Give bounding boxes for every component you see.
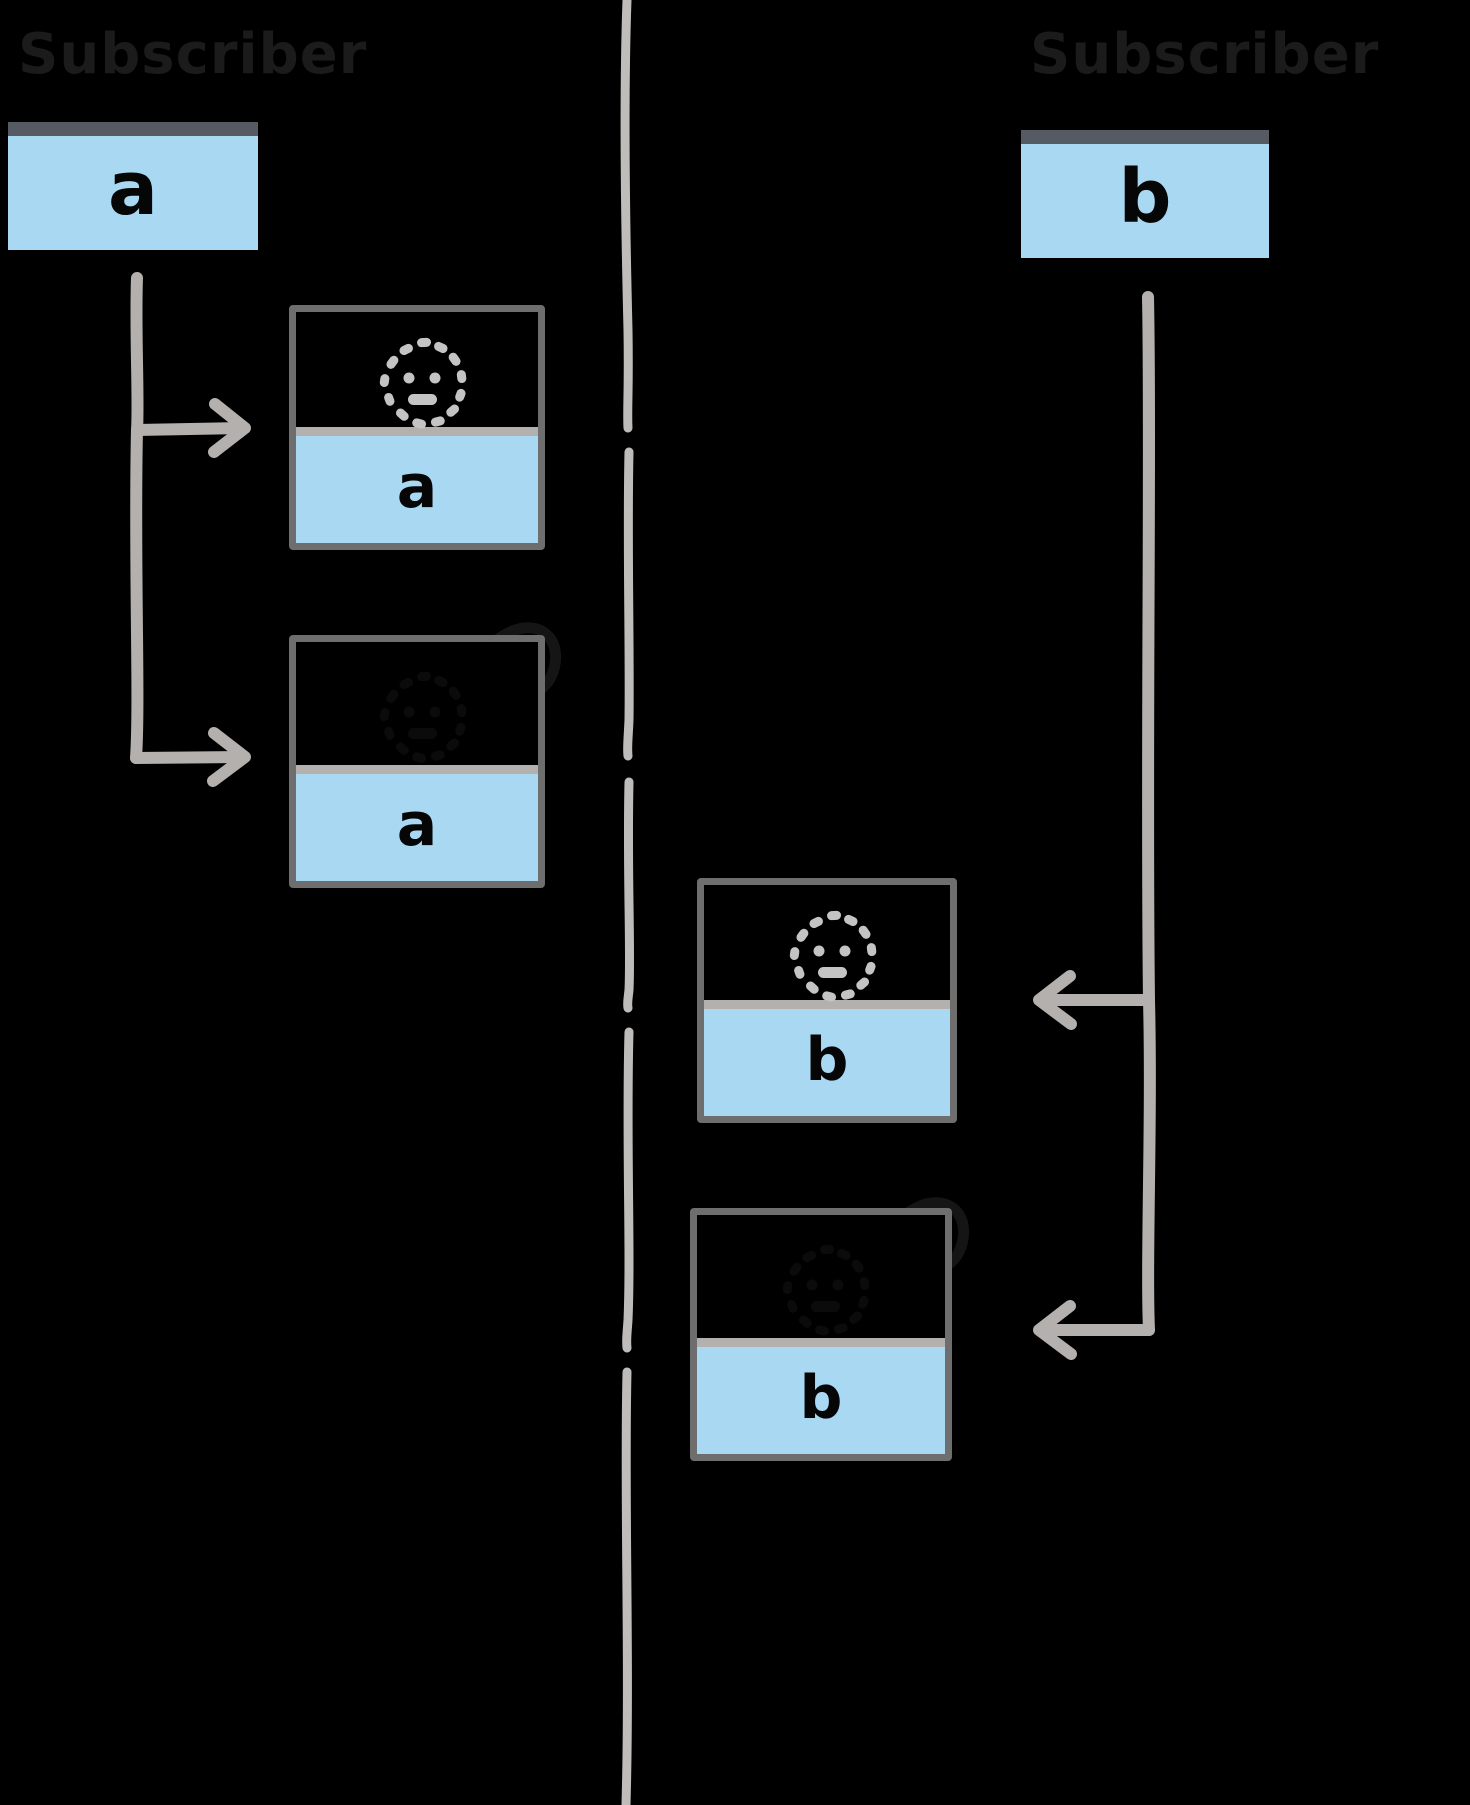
- card-label: b: [805, 1024, 849, 1095]
- chip-body: a: [8, 136, 258, 250]
- chip-top-bar: [8, 122, 258, 136]
- right-card-2[interactable]: b: [690, 1208, 952, 1461]
- chip-body: b: [1021, 144, 1269, 258]
- arrow-left-to-card-2: [130, 424, 251, 787]
- right-card-1[interactable]: b: [697, 878, 957, 1123]
- chip-label: b: [1118, 154, 1172, 240]
- right-column-header: Subscriber: [1030, 22, 1380, 87]
- right-header-chip: b: [1021, 130, 1269, 258]
- card-label-area: b: [704, 1009, 950, 1116]
- dashed-circle-face-icon: [372, 334, 472, 438]
- dashed-circle-face-icon: [372, 668, 472, 772]
- card-separator: [704, 1000, 950, 1009]
- left-card-1[interactable]: a: [289, 305, 545, 550]
- dashed-circle-face-icon: [782, 907, 882, 1011]
- card-label: a: [396, 451, 438, 522]
- card-separator: [296, 765, 538, 774]
- chip-label: a: [108, 146, 158, 232]
- card-separator: [697, 1338, 945, 1347]
- card-separator: [296, 427, 538, 436]
- card-icon-area: [296, 642, 538, 765]
- chip-top-bar: [1021, 130, 1269, 144]
- card-icon-area: [296, 312, 538, 429]
- card-label-area: b: [697, 1347, 945, 1454]
- left-card-2[interactable]: a: [289, 635, 545, 888]
- card-label-area: a: [296, 774, 538, 881]
- card-label-area: a: [296, 436, 538, 543]
- arrow-right-to-card-1: [1033, 291, 1155, 1030]
- dashed-circle-face-icon: [775, 1241, 875, 1345]
- card-label: b: [799, 1362, 843, 1433]
- card-icon-area: [704, 885, 950, 1002]
- card-label: a: [396, 789, 438, 860]
- left-header-chip: a: [8, 122, 258, 250]
- vertical-divider: [620, 0, 635, 1805]
- card-icon-area: [697, 1215, 945, 1338]
- arrow-left-to-card-1: [130, 272, 251, 458]
- left-column-header: Subscriber: [18, 22, 368, 87]
- arrow-right-to-card-2: [1033, 994, 1156, 1360]
